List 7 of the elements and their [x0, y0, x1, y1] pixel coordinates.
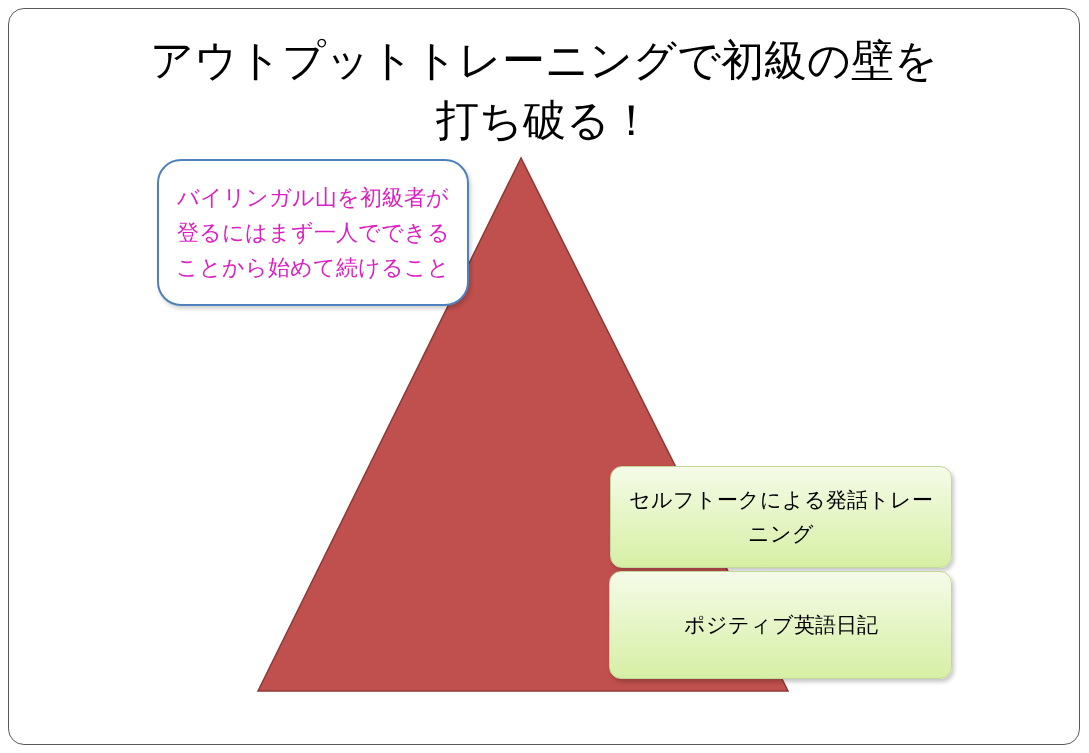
step-text: セルフトークによる発話トレーニング: [628, 487, 934, 548]
step-box: [609, 571, 952, 679]
step-text: ポジティブ英語日記: [683, 612, 878, 639]
callout-box: [157, 159, 469, 306]
slide-title: アウトプットトレーニングで初級の壁を打ち破る！: [149, 34, 939, 147]
callout-text: バイリンガル山を初級者が登るにはまず一人でできることから始めて続けること: [175, 184, 451, 282]
step-box: [610, 466, 952, 568]
